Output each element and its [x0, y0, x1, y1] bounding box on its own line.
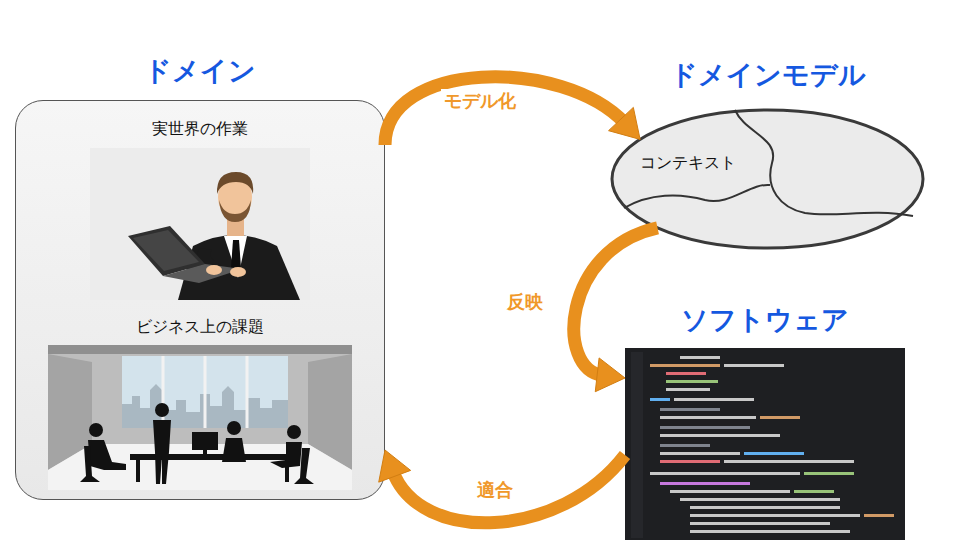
- arrow-band: [393, 455, 625, 523]
- businessman-illustration: [90, 148, 310, 300]
- context-label: コンテキスト: [640, 153, 736, 174]
- edge-label: モデル化: [441, 89, 519, 112]
- domain-model-heading: ドメインモデル: [670, 59, 866, 91]
- ellipse-shape: [612, 110, 923, 248]
- edge-label: 反映: [504, 290, 546, 313]
- context-boundary: [624, 185, 770, 208]
- arrow-head: [595, 358, 625, 392]
- label-holder: 反映: [504, 290, 546, 313]
- caption-text: ビジネス上の課題: [136, 317, 264, 338]
- curved-arrow: [379, 450, 625, 523]
- text-holder: ドメインモデル: [670, 59, 866, 91]
- arrow-head: [379, 450, 411, 482]
- text-holder: 実世界の作業: [152, 119, 248, 140]
- text-holder: ドメイン: [144, 55, 256, 87]
- text-holder: ソフトウェア: [681, 304, 849, 336]
- software-heading: ソフトウェア: [681, 304, 849, 336]
- curved-arrow: [574, 228, 658, 392]
- text-holder: ビジネス上の課題: [136, 317, 264, 338]
- meeting-room-illustration: [48, 345, 352, 490]
- caption-text: 実世界の作業: [152, 119, 248, 140]
- domain-heading: ドメイン: [144, 55, 256, 87]
- arrow-band: [574, 228, 658, 376]
- edge-label: 適合: [474, 478, 516, 501]
- context-boundary: [735, 110, 913, 216]
- source-code-illustration: [631, 352, 894, 538]
- label-holder: 適合: [474, 478, 516, 501]
- label-holder: モデル化: [441, 89, 519, 112]
- text-holder: コンテキスト: [640, 153, 736, 174]
- arrow-head: [609, 107, 641, 139]
- curved-arrow: [385, 77, 640, 145]
- arrow-band: [385, 77, 625, 145]
